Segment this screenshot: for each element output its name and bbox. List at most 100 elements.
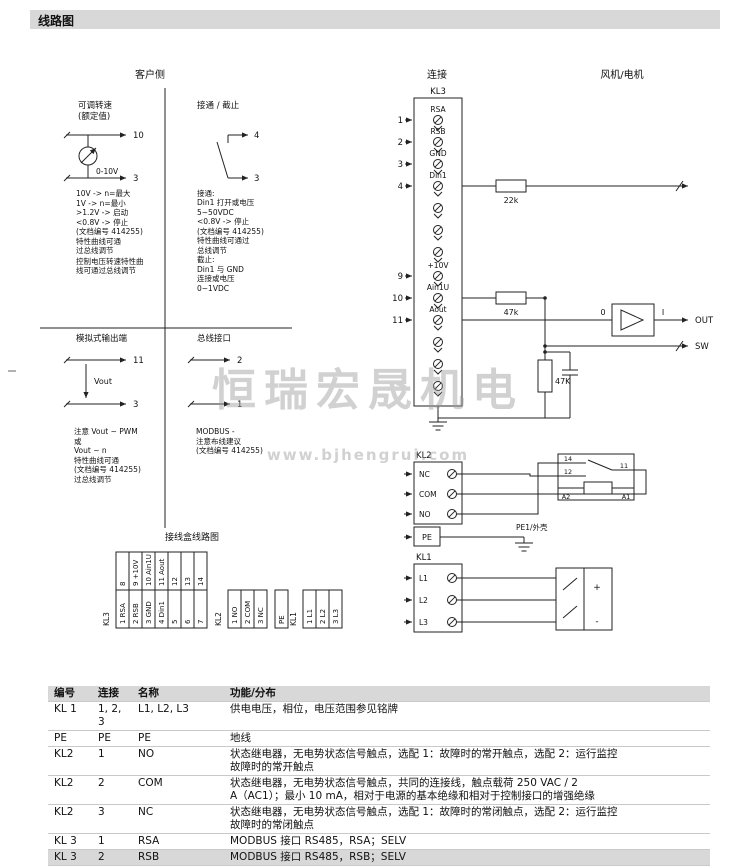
- jbox-kl3-label: KL3: [102, 612, 111, 626]
- terminal-name: Aout: [429, 305, 446, 314]
- note-line: 总线调节: [197, 245, 227, 255]
- cell-func: 供电电压，相位，电压范围参见铭牌: [224, 702, 710, 731]
- ground-icon: [429, 418, 447, 431]
- terminal-name: NO: [419, 510, 431, 519]
- watermark-text: 恒瑞宏晟机电: [212, 365, 524, 416]
- jbox-cell: 4 Din1: [158, 601, 166, 624]
- page-title-bar: 线路图: [30, 10, 720, 29]
- note-line: 注意 Vout ~ PWM: [74, 426, 138, 436]
- cell-name: COM: [132, 776, 224, 805]
- cell-conn: 1, 2, 3: [92, 702, 132, 731]
- terminal-block-kl3: KL3 RSA 1 RSB 2 GND 3 Din1 4 +10V 9: [392, 87, 463, 407]
- terminal-number: 3: [133, 174, 138, 184]
- cell-name: L1, L2, L3: [132, 702, 224, 731]
- terminal-block-kl2: KL2 NC COM NO: [404, 451, 463, 525]
- terminal-name: L2: [419, 596, 428, 605]
- resistor-47K-label: 47K: [555, 377, 571, 386]
- note-line: 过总线调节: [76, 245, 114, 255]
- watermark-url: www.bjhengrui.com: [267, 446, 469, 464]
- cell-func: 状态继电器，无电势状态信号触点，选配 1：故障时的常闭触点，选配 2：运行监控 …: [224, 805, 710, 834]
- jbox-cell: 6: [184, 619, 192, 624]
- note-line: Vout ~ n: [74, 446, 107, 455]
- terminal-number: 3: [398, 160, 403, 170]
- terminal-name: GND: [429, 149, 446, 158]
- jbox-cell: 2 L2: [319, 609, 327, 624]
- note-line: <0.8V -> 停止: [197, 216, 250, 226]
- table-header-name: 名称: [132, 686, 224, 702]
- table-header-conn: 连接: [92, 686, 132, 702]
- cell-func: MODBUS 接口 RS485，RSB；SELV: [224, 850, 710, 866]
- jbox-kl2-label: KL2: [214, 612, 223, 626]
- speed-title-2: (额定值): [78, 111, 110, 122]
- section-bus-interface: 总线接口 2 1 MODBUS - 注意布线建议 (文档编号 414255): [187, 333, 263, 455]
- note-line: 特性曲线可通过: [197, 235, 250, 245]
- note-line: (文档编号 414255): [74, 464, 141, 474]
- col-title-fan-motor: 风机/电机: [600, 68, 643, 81]
- col-title-connection: 连接: [427, 68, 447, 81]
- amplifier-icon: [611, 303, 655, 337]
- terminal-number: 3: [133, 400, 138, 410]
- terminal-name: RSA: [430, 105, 446, 114]
- jbox-cell: 2 COM: [244, 601, 252, 624]
- jbox-cell: 3 L3: [332, 609, 340, 624]
- cell-id: KL 1: [48, 702, 92, 731]
- col-title-customer: 客户侧: [135, 68, 165, 81]
- section-analog-output: 模拟式输出端 11 3 Vout 注意 Vout ~ PWM 或 Vout ~ …: [63, 333, 144, 484]
- relay-contact-14: 14: [564, 455, 572, 463]
- note-line: >1.2V -> 启动: [76, 207, 129, 217]
- relay-contact-11: 11: [620, 462, 628, 470]
- note-line: 接通:: [197, 188, 215, 198]
- cell-func: 状态继电器，无电势状态信号触点，选配 1：故障时的常开触点，选配 2：运行监控 …: [224, 747, 710, 776]
- jbox-cell: 3 NC: [257, 607, 265, 624]
- ground-icon: [515, 537, 533, 552]
- terminal-number: 2: [398, 138, 403, 148]
- resistor-47k-label: 47k: [504, 308, 519, 317]
- terminal-number: 4: [398, 182, 403, 192]
- jbox-title: 接线盒线路图: [165, 531, 219, 543]
- cell-conn: 1: [92, 747, 132, 776]
- source-range-label: 0-10V: [96, 167, 119, 176]
- terminal-name: Ain1U: [427, 283, 449, 292]
- cell-id: KL2: [48, 747, 92, 776]
- amp-input-label: 0: [600, 308, 605, 317]
- cell-conn: 2: [92, 776, 132, 805]
- cell-name: NO: [132, 747, 224, 776]
- terminal-name: L1: [419, 574, 428, 583]
- terminal-name: COM: [419, 490, 437, 499]
- cell-id: KL2: [48, 776, 92, 805]
- terminal-number: 2: [237, 356, 242, 366]
- cell-id: PE: [48, 731, 92, 747]
- jbox-cell: 13: [184, 577, 192, 586]
- quadrant-dividers: [40, 88, 292, 528]
- note-line: 1V -> n=最小: [76, 199, 126, 208]
- note-line: 特性曲线可通: [74, 455, 119, 465]
- relay-coil-a2: A2: [562, 493, 571, 501]
- cell-func: MODBUS 接口 RS485，RSA；SELV: [224, 834, 710, 850]
- note-line: Din1 与 GND: [197, 265, 244, 274]
- relay-contact-12: 12: [564, 468, 572, 476]
- onoff-notes: 接通: Din1 打开或电压 5~50VDC <0.8V -> 停止 (文档编号…: [197, 188, 264, 293]
- jbox-cell: 3 GND: [145, 601, 153, 624]
- note-line: 特性曲线可通: [76, 236, 121, 246]
- jbox-cell: 1 NO: [231, 606, 239, 624]
- table-header-func: 功能/分布: [224, 686, 710, 702]
- relay-coil-a1: A1: [622, 493, 631, 501]
- jbox-cell: 7: [197, 620, 205, 624]
- jbox-cell: 5: [171, 620, 179, 624]
- note-line: 线可通过总线调节: [76, 265, 136, 275]
- terminal-name: L3: [419, 618, 428, 627]
- note-line: (文档编号 414255): [196, 445, 263, 455]
- out-label: OUT: [695, 316, 714, 326]
- pe-housing-label: PE1/外壳: [516, 522, 548, 532]
- aout-notes: 注意 Vout ~ PWM 或 Vout ~ n 特性曲线可通 (文档编号 41…: [74, 426, 141, 484]
- terminal-number: 1: [398, 116, 403, 126]
- jbox-cell: 1 RSA: [119, 603, 127, 624]
- note-line: MODBUS -: [196, 427, 235, 436]
- note-line: 截止:: [197, 254, 215, 264]
- jbox-cell: 2 RSB: [132, 603, 140, 624]
- cell-conn: 3: [92, 805, 132, 834]
- page-title: 线路图: [38, 14, 75, 28]
- jbox-cell: 1 L1: [306, 609, 314, 624]
- cell-conn: PE: [92, 731, 132, 747]
- note-line: 或: [74, 436, 82, 446]
